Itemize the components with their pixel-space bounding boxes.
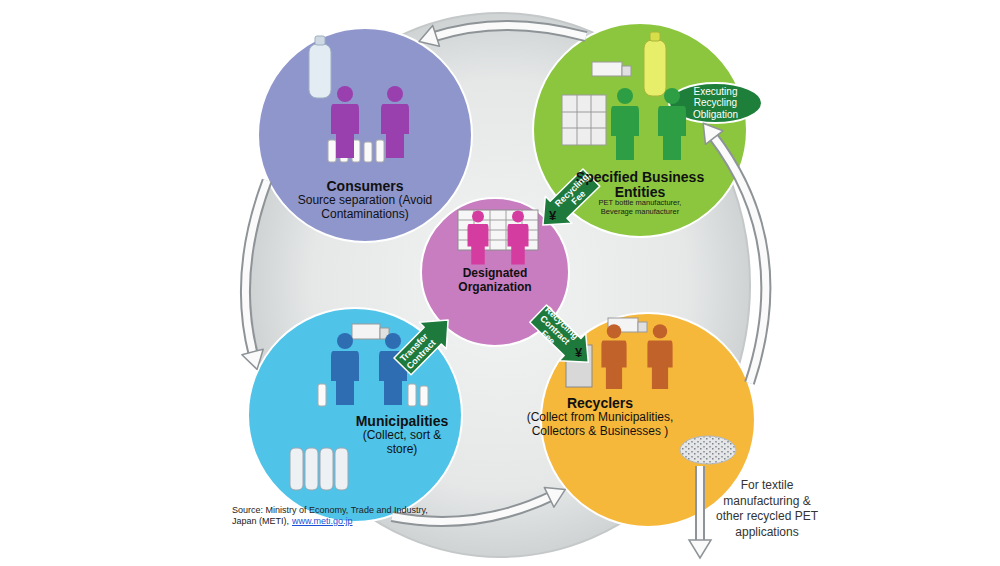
cycle-arrow <box>392 487 565 521</box>
node-title: Designated Organization <box>435 267 555 295</box>
text-group: ConsumersSource separation (Avoid Contam… <box>290 178 440 222</box>
text-group: Designated Organization <box>435 267 555 295</box>
business-figures <box>562 32 686 160</box>
output-arrow <box>689 466 711 558</box>
text-group: Recyclers(Collect from Municipalities, C… <box>520 395 680 439</box>
flow-arrow <box>530 305 589 362</box>
cycle-arrow <box>419 25 586 46</box>
yen-symbol: ¥ <box>549 208 556 223</box>
node-description: Source separation (Avoid Contaminations) <box>290 194 440 222</box>
flow-arrow <box>394 320 448 375</box>
node-description: (Collect, sort & store) <box>352 429 452 457</box>
text-group: Specified Business EntitiesPET bottle ma… <box>570 170 710 217</box>
node-title: Specified Business Entities <box>570 170 710 199</box>
node-description: (Collect from Municipalities, Collectors… <box>520 411 680 439</box>
obligation-ellipse: Executing Recycling Obligation <box>668 82 763 124</box>
cycle-arrow <box>242 181 267 370</box>
consumer-figures <box>309 36 409 162</box>
node-title: Municipalities <box>347 413 457 429</box>
organization-figures <box>458 210 538 265</box>
node-description: PET bottle manufacturer, Beverage manufa… <box>585 199 695 216</box>
flow-arrow <box>543 169 600 225</box>
tag-text: Executing Recycling Obligation <box>673 86 758 121</box>
node-title: Consumers <box>290 178 440 194</box>
recycler-figures <box>566 318 736 464</box>
yen-symbol: ¥ <box>575 345 582 360</box>
node-title: Recyclers <box>520 395 680 411</box>
source-link: www.meti.go.jp <box>292 516 353 526</box>
cycle-arrow <box>703 123 766 383</box>
text-group: Municipalities(Collect, sort & store) <box>347 413 457 457</box>
source-block: Source: Ministry of Economy, Trade and I… <box>232 505 452 527</box>
consumers-circle: ConsumersSource separation (Avoid Contam… <box>257 27 473 243</box>
output-note: For textile manufacturing & other recycl… <box>712 478 822 540</box>
text-group: Executing Recycling Obligation <box>673 82 758 124</box>
